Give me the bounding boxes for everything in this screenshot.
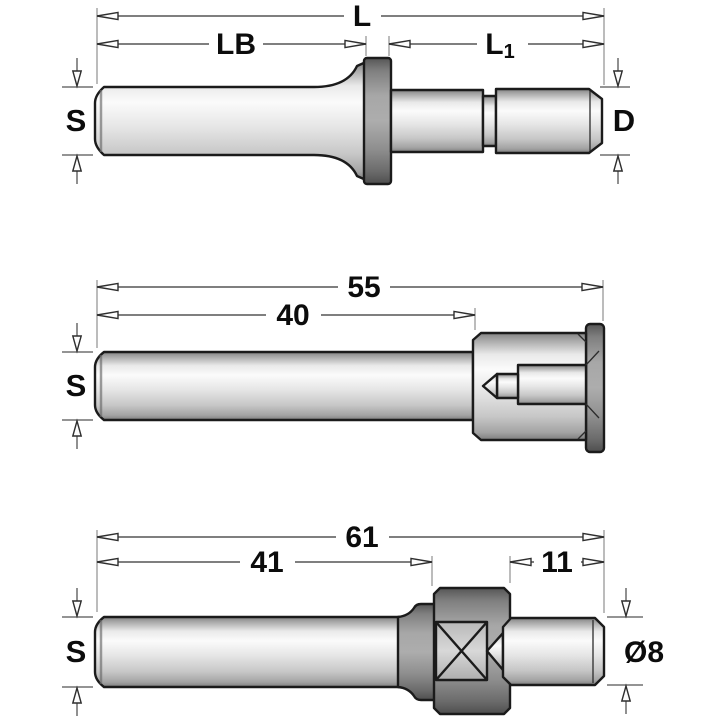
- top-shank: [93, 60, 368, 182]
- dim-label-total-length-bottom: 61: [345, 521, 378, 554]
- dim-label-shank-diameter-bottom: S: [66, 634, 87, 669]
- arrowhead-up-icon: [72, 155, 82, 172]
- dim-label-body-length-middle: 40: [276, 299, 309, 332]
- arrowhead-down-icon: [72, 70, 82, 87]
- top-flange: [362, 56, 393, 186]
- middle-screw-pilot: [495, 372, 520, 400]
- drawing-middle-arbor: 55 40 S: [62, 271, 606, 454]
- drawing-bottom-arbor: 61 41 11 S: [62, 521, 664, 716]
- arrowhead-right-icon: [344, 39, 367, 49]
- top-thread: [494, 87, 604, 155]
- bottom-extension-lines: [96, 530, 605, 613]
- dim-label-thread-diameter-bottom: Ø8: [624, 636, 664, 669]
- arrowhead-left-icon: [96, 282, 119, 292]
- middle-head-chamfer-top: [577, 333, 587, 343]
- arrowhead-up-icon: [613, 155, 623, 172]
- arrowhead-right-icon: [581, 282, 604, 292]
- middle-flange-ring: [584, 322, 606, 454]
- bottom-dimension-total-length: 61: [96, 521, 605, 554]
- bottom-shank: [93, 615, 422, 689]
- arrowhead-left-icon: [96, 39, 119, 49]
- arrowhead-up-icon: [72, 420, 82, 437]
- dim-label-thread-length-top: L1: [485, 28, 514, 63]
- top-body-shapes: [93, 56, 604, 186]
- dim-label-shank-diameter-middle: S: [66, 368, 87, 403]
- middle-countersink-bottom: [585, 403, 600, 419]
- arrowhead-left-icon: [96, 557, 119, 567]
- arrowhead-right-icon: [582, 557, 605, 567]
- arrowhead-right-icon: [582, 532, 605, 542]
- arrowhead-down-icon: [613, 70, 623, 87]
- dim-label-thread-diameter-top: D: [613, 103, 635, 138]
- top-dimension-thread-diameter: D: [600, 58, 635, 184]
- arrowhead-right-icon: [582, 39, 605, 49]
- middle-dimension-shank-diameter: S: [62, 323, 93, 449]
- middle-dimension-body-length: 40: [96, 299, 476, 332]
- arrowhead-right-icon: [582, 11, 605, 21]
- arrowhead-right-icon: [410, 557, 433, 567]
- dim-label-body-length-top: LB: [216, 28, 256, 61]
- bottom-dimension-shank-diameter: S: [62, 588, 93, 716]
- top-extension-lines: [96, 8, 605, 85]
- arrowhead-left-icon: [96, 310, 119, 320]
- top-dimension-body-length: LB: [96, 28, 367, 61]
- arrowhead-down-icon: [72, 600, 82, 617]
- dim-label-shank-diameter-top: S: [66, 103, 87, 138]
- top-dimension-thread-length: L1: [388, 28, 605, 63]
- bottom-dimension-body-length: 41: [96, 546, 433, 579]
- bottom-dimension-thread-diameter: Ø8: [607, 588, 664, 714]
- middle-screw-body: [516, 363, 588, 406]
- top-neck: [481, 94, 498, 148]
- dim-label-total-length-middle: 55: [347, 271, 380, 304]
- top-dimension-total-length: L: [96, 0, 605, 33]
- arrowhead-up-icon: [621, 685, 631, 702]
- dim-label-thread-length-sub: 1: [504, 41, 515, 63]
- bottom-spacer-cross-section: [434, 620, 489, 682]
- drawing-top-arbor: L LB L1 S: [62, 0, 635, 186]
- arrowhead-down-icon: [621, 600, 631, 617]
- arrowhead-left-icon: [388, 39, 411, 49]
- bottom-shoulder: [396, 602, 439, 702]
- middle-countersink-top: [585, 350, 600, 366]
- dim-label-thread-length-bottom: 11: [541, 546, 573, 579]
- arrowhead-left-icon: [96, 11, 119, 21]
- arrowhead-up-icon: [72, 687, 82, 704]
- arrowhead-down-icon: [72, 335, 82, 352]
- top-dimension-shank-diameter: S: [62, 58, 93, 184]
- middle-shank: [93, 350, 475, 422]
- dim-label-total-length-top: L: [353, 0, 371, 33]
- bottom-thread-stub: [501, 616, 606, 687]
- bottom-dimension-thread-length: 11: [509, 546, 605, 579]
- arrowhead-right-icon: [453, 310, 476, 320]
- arrowhead-left-icon: [96, 532, 119, 542]
- dim-label-body-length-bottom: 41: [250, 546, 283, 579]
- middle-head-chamfer-bottom: [577, 430, 587, 440]
- bottom-body-shapes: [93, 586, 606, 716]
- arrowhead-left-icon: [509, 557, 532, 567]
- middle-screw-cone-tip: [481, 372, 499, 400]
- dim-label-thread-length-base: L: [485, 28, 503, 61]
- top-intermediate-cylinder: [389, 88, 485, 154]
- middle-dimension-total-length: 55: [96, 271, 604, 304]
- middle-body-shapes: [93, 322, 606, 454]
